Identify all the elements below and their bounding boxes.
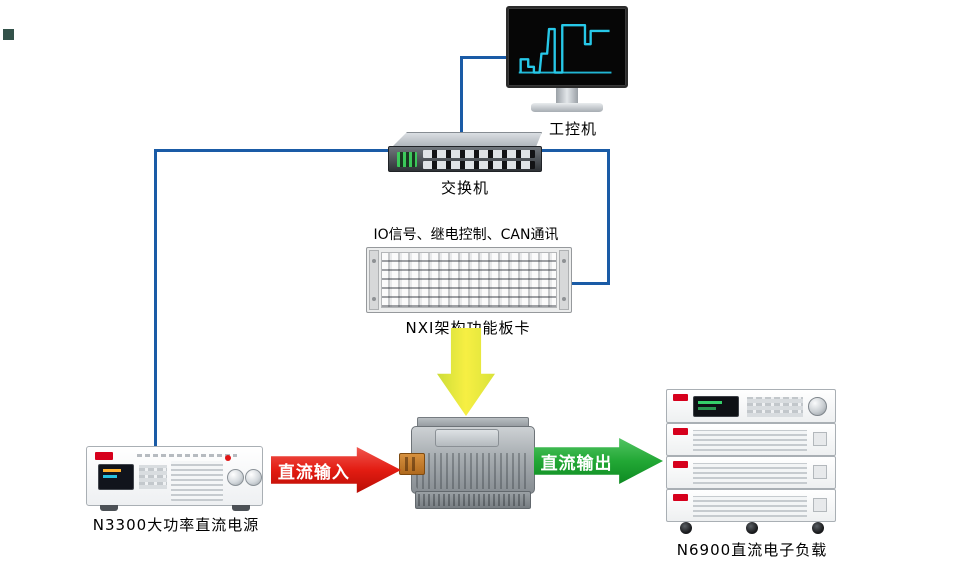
dut-heatsink-base (415, 491, 531, 509)
brand-logo (673, 494, 688, 501)
waveform-icon (518, 24, 612, 74)
control-arrow-down-icon (437, 328, 495, 416)
industrial-pc-monitor (506, 6, 628, 88)
connection-line-psu-v (154, 149, 157, 447)
dc-output-label: 直流输出 (540, 453, 613, 474)
psu-power-button (225, 455, 231, 461)
psu-display (98, 464, 134, 490)
switch-led-strip (397, 152, 417, 167)
connection-line-nxi-h1 (541, 149, 610, 152)
psu-keypad (139, 465, 167, 489)
monitor-base (531, 103, 603, 112)
caster-wheel (746, 522, 758, 534)
connection-line-ipc-v (460, 56, 463, 135)
dc-output-arrow: 直流输出 (534, 438, 663, 484)
nxi-caption: IO信号、继电控制、CAN通讯 (373, 227, 559, 243)
n6900-electronic-load (666, 389, 836, 535)
dc-input-label: 直流输入 (277, 462, 350, 483)
load-vent-grille (693, 430, 807, 451)
connection-line-nxi-h2 (571, 282, 610, 285)
psu-output-connector-1 (227, 469, 244, 486)
load-keypad (747, 397, 803, 417)
load-unit-1 (666, 389, 836, 423)
dut-connector (399, 453, 425, 475)
load-unit-3 (666, 456, 836, 489)
switch-port-row-2 (423, 161, 535, 169)
load-unit-2 (666, 423, 836, 456)
caster-wheel (680, 522, 692, 534)
rack-ear-right (559, 250, 569, 310)
switch-port-row-1 (423, 150, 535, 158)
dc-input-arrow: 直流输入 (271, 447, 401, 493)
nxi-chassis (366, 247, 572, 313)
psu-output-connector-2 (245, 469, 262, 486)
brand-logo (673, 394, 688, 401)
load-connector-panel (813, 432, 827, 446)
corner-mark (3, 29, 14, 40)
monitor-stand (556, 88, 578, 104)
load-connector-panel (813, 498, 827, 512)
brand-logo (95, 452, 113, 460)
load-display (693, 396, 739, 417)
load-vent-grille (693, 463, 807, 484)
ethernet-switch (388, 146, 542, 172)
caster-wheel (812, 522, 824, 534)
connection-line-psu-h (154, 149, 390, 152)
dut-converter (399, 415, 540, 515)
psu-vent-grille (171, 461, 223, 501)
load-unit-4 (666, 489, 836, 522)
brand-logo (673, 461, 688, 468)
load-label: N6900直流电子负载 (676, 541, 828, 559)
psu-model-text (137, 454, 237, 457)
switch-top-face (392, 132, 542, 147)
switch-label: 交换机 (440, 179, 489, 197)
load-vent-grille (693, 496, 807, 517)
ipc-label: 工控机 (548, 120, 597, 138)
nxi-card-slots (381, 252, 557, 308)
psu-foot-left (100, 505, 118, 511)
brand-logo (673, 428, 688, 435)
n3300-power-supply (86, 446, 263, 506)
psu-foot-right (232, 505, 250, 511)
load-rotary-knob (808, 397, 827, 416)
psu-label: N3300大功率直流电源 (92, 516, 260, 534)
dut-terminal-cover (435, 429, 499, 447)
rack-ear-left (369, 250, 379, 310)
connection-line-nxi-v (607, 149, 610, 285)
connection-line-ipc-h (460, 56, 509, 59)
load-connector-panel (813, 465, 827, 479)
